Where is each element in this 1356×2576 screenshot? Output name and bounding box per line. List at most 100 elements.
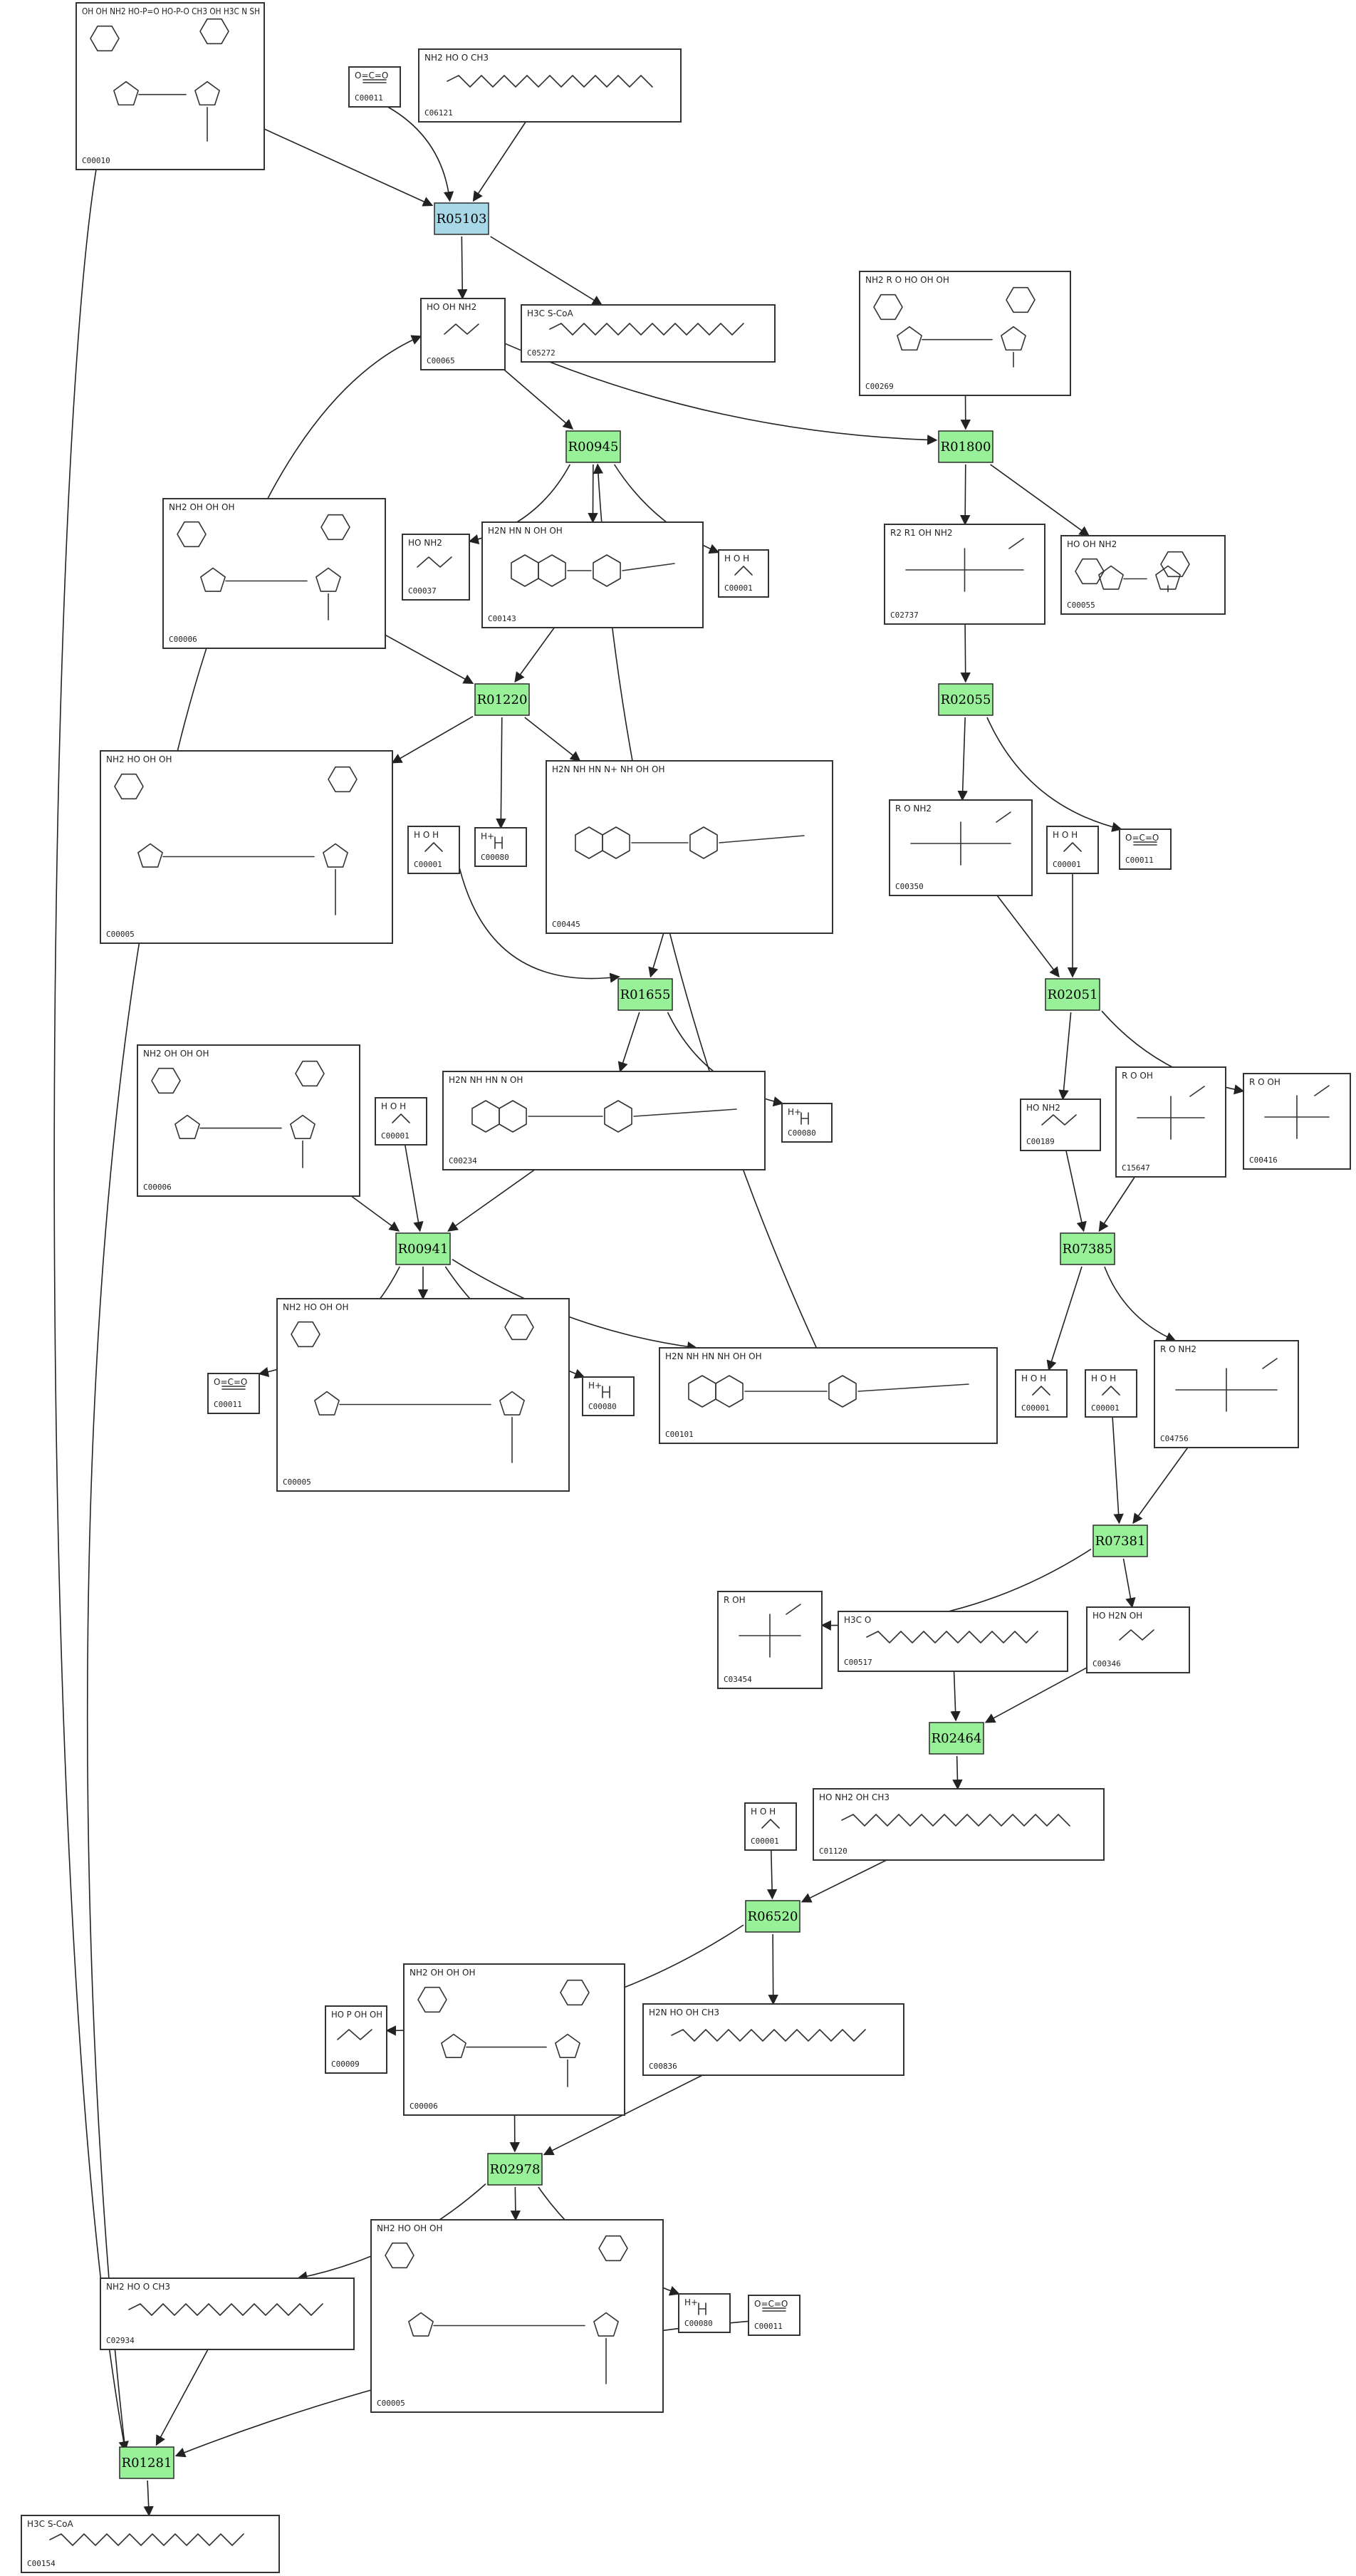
reaction-edge [986, 717, 1122, 832]
structure-bond [567, 563, 675, 571]
reaction-box[interactable] [745, 1900, 800, 1933]
reaction-r06520[interactable]: R06520 [745, 1900, 800, 1933]
reaction-r01220[interactable]: R01220 [474, 683, 530, 716]
reaction-r01281[interactable]: R01281 [119, 2446, 174, 2479]
reaction-edge [490, 236, 603, 306]
reaction-box[interactable] [929, 1722, 984, 1755]
structure-bond [424, 842, 443, 852]
structure-bond [602, 1386, 610, 1398]
structure-labels: H2N NH HN N OH [449, 1075, 523, 1085]
reaction-r00945[interactable]: R00945 [565, 430, 621, 463]
reaction-id: R01281 [122, 2456, 172, 2471]
structure-bond [441, 2033, 466, 2058]
reaction-edge [984, 1667, 1088, 1723]
reaction-box[interactable] [474, 683, 530, 716]
structure-bond [1098, 565, 1124, 590]
reaction-r01800[interactable]: R01800 [938, 430, 993, 463]
structure-bond [841, 1814, 1070, 1827]
compound-box [1119, 829, 1172, 870]
reaction-box[interactable] [119, 2446, 174, 2479]
structure-bond [499, 1391, 525, 1416]
reaction-box[interactable] [938, 683, 993, 716]
reaction-edge [86, 335, 422, 2451]
compound-id: C00001 [1053, 860, 1081, 869]
reaction-r02051[interactable]: R02051 [1045, 978, 1100, 1011]
reaction-box[interactable] [565, 430, 621, 463]
reaction-r02464[interactable]: R02464 [929, 1722, 984, 1755]
compound-id: C00080 [588, 1402, 617, 1411]
compound-box [403, 1963, 625, 2116]
structure-labels: NH2 OH OH OH [143, 1049, 209, 1059]
compound-id: C00189 [1026, 1137, 1055, 1146]
reaction-box[interactable] [434, 202, 489, 235]
structure-bond [90, 25, 120, 52]
reaction-box[interactable] [1060, 1232, 1115, 1265]
reaction-r02978[interactable]: R02978 [487, 2153, 543, 2186]
compound-box [582, 1376, 635, 1416]
reaction-edge [1065, 1150, 1087, 1232]
reaction-r00941[interactable]: R00941 [395, 1232, 451, 1265]
reaction-r07385[interactable]: R07385 [1060, 1232, 1115, 1265]
structure-bond [1001, 326, 1026, 351]
reaction-r07381[interactable]: R07381 [1092, 1525, 1148, 1557]
reaction-edge [617, 1012, 640, 1073]
reaction-box[interactable] [1092, 1525, 1148, 1557]
compound-box [75, 2, 265, 170]
reaction-box[interactable] [617, 978, 673, 1011]
reaction-edge [264, 128, 434, 207]
reaction-r01655[interactable]: R01655 [617, 978, 673, 1011]
reaction-r02055[interactable]: R02055 [938, 683, 993, 716]
reaction-box[interactable] [1045, 978, 1100, 1011]
reaction-box[interactable] [487, 2153, 543, 2186]
reaction-box[interactable] [938, 430, 993, 463]
reaction-box[interactable] [395, 1232, 451, 1265]
reaction-r05103[interactable]: R05103 [434, 202, 489, 235]
